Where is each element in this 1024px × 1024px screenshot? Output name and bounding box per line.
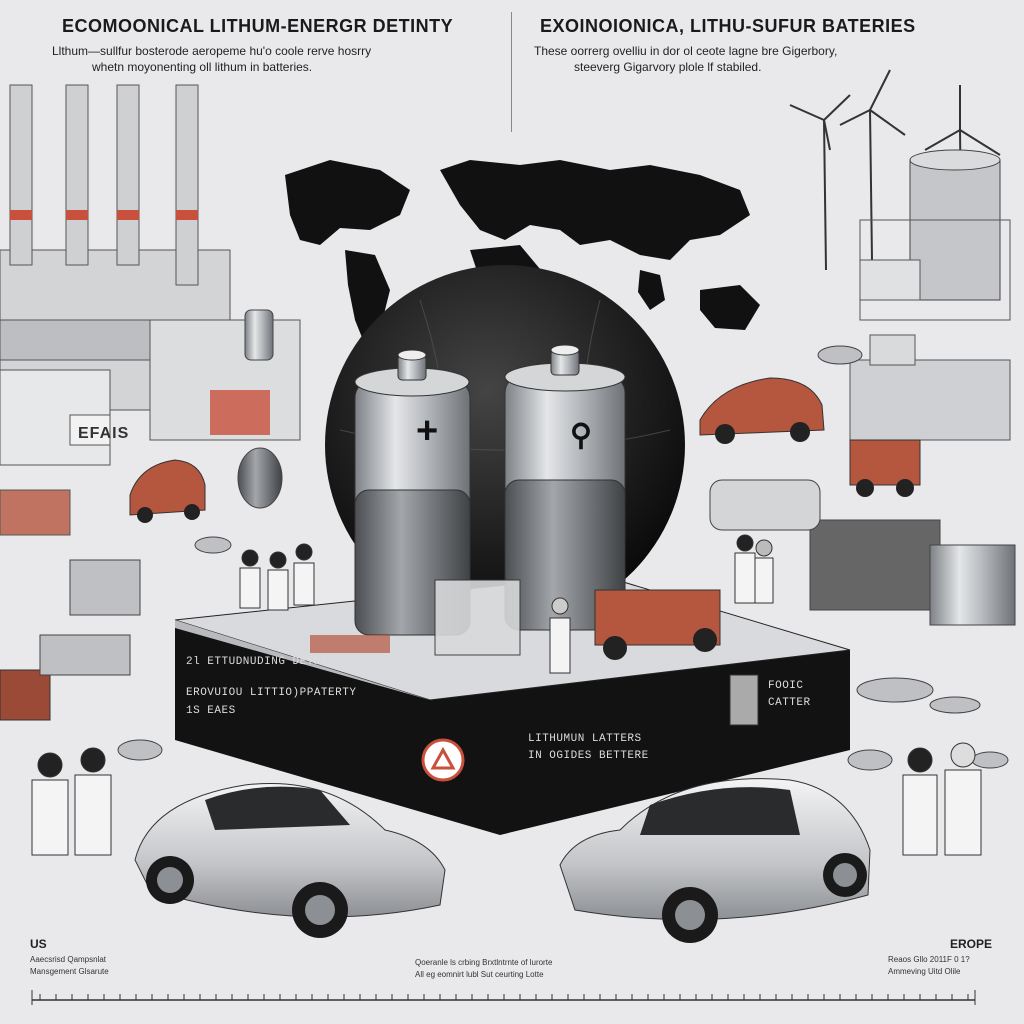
platform-center-line-2: IN OGIDES BETTERE — [528, 750, 649, 762]
platform-left-line-3: 1S EAES — [186, 705, 236, 717]
left-subtitle-line-2: whetn moyonenting oll lithum in batterie… — [92, 60, 313, 74]
footer-left-label: US — [30, 937, 47, 951]
recycle-logo-icon — [421, 738, 465, 782]
forklift-icon — [0, 439, 921, 721]
left-subtitle-line-1: Llthum—sullfur bosterode aeropeme hu'o c… — [52, 44, 372, 58]
right-subtitle-line-1: These oorrerg ovelliu in dor ol ceote la… — [534, 44, 838, 58]
car-icon — [129, 377, 825, 523]
footer-right-small-2: Ammeving Uitd Olile — [888, 967, 961, 976]
factory-sign: EFAIS — [78, 425, 130, 442]
footer-center-small-2: All eg eomnirt lubl Sut ceurting Lotte — [415, 970, 544, 979]
footer-right-small-1: Reaos Gllo 2011F 0 1? — [888, 955, 970, 964]
right-title: EXOINOIONICA, LITHU-SUFUR BATERIES — [540, 16, 916, 36]
machinery-icon — [310, 579, 759, 726]
battery-icon — [504, 344, 626, 631]
platform-right-line-2: CATTER — [768, 697, 811, 709]
left-title: ECOMOONICAL LITHUM-ENERGR DETINTY — [62, 16, 454, 36]
components-icon — [39, 345, 1016, 771]
electric-car-icon — [559, 778, 871, 943]
factory-icon — [0, 84, 301, 466]
footer-right-label: EROPE — [950, 937, 993, 951]
footer-left-small-1: Aaecsrisd Qampsnlat — [30, 955, 107, 964]
platform-left-line-2: EROVUIOU LITTIO)PPATERTY — [186, 687, 357, 699]
footer-center-small-1: Qoeranle ls crbing Brxtlntrnte of lurort… — [415, 958, 553, 967]
scientist-icon — [31, 534, 982, 856]
header-divider — [511, 12, 512, 132]
battery-logo-symbol: ⚲ — [570, 419, 592, 452]
industrial-blocks-icon — [849, 334, 1011, 441]
platform-center-line-1: LITHUMUN LATTERS — [528, 733, 642, 745]
storage-tank-icon — [859, 149, 1011, 321]
electric-car-icon — [134, 782, 446, 938]
platform-left-line-1: 2l ETTUDNUDING DETRY — [186, 656, 329, 668]
right-subtitle-line-2: steeverg Gigarvory plole lf stabiled. — [574, 60, 762, 74]
battery-positive-symbol: + — [416, 410, 439, 452]
platform-right-line-1: FOOIC — [768, 680, 804, 692]
footer-left-small-2: Mansgement Glsarute — [30, 967, 109, 976]
